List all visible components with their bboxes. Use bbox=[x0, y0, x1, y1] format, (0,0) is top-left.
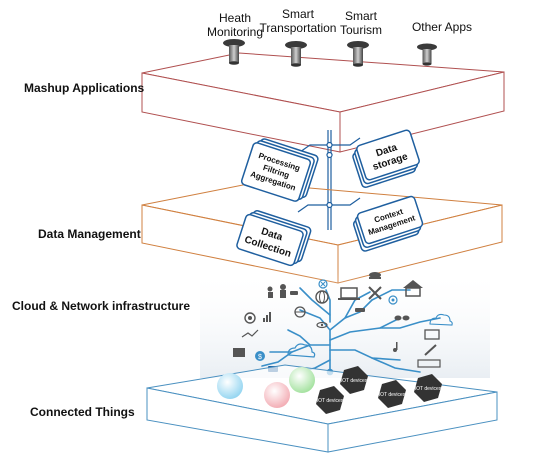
iot-device-label: IOT devices bbox=[379, 392, 406, 398]
document-icon bbox=[233, 348, 245, 357]
globe-icon bbox=[315, 290, 329, 304]
processing-module: Processing Filtring Aggregation bbox=[240, 138, 319, 202]
app-label-line: Other Apps bbox=[411, 20, 473, 34]
at-sign-icon bbox=[244, 312, 256, 324]
burger-icon bbox=[369, 272, 381, 279]
lamp-icon bbox=[285, 41, 307, 67]
world-icon bbox=[294, 306, 306, 318]
mashup-layer-slab bbox=[141, 52, 505, 153]
data-collection-module: Data Collection bbox=[236, 210, 312, 267]
lamp-icon bbox=[347, 41, 369, 67]
app-label-line: Monitoring bbox=[206, 25, 264, 39]
tools-icon bbox=[368, 286, 382, 300]
lamp-icon bbox=[223, 39, 245, 65]
bar-chart-icon bbox=[263, 312, 271, 322]
cloud-background bbox=[200, 268, 490, 378]
close-circle-icon bbox=[318, 279, 328, 289]
pet-icon bbox=[290, 291, 298, 295]
keyboard-icon bbox=[417, 359, 441, 368]
target-icon bbox=[388, 295, 398, 305]
iot-device-hexagon: IOT devices bbox=[340, 366, 368, 394]
app-label-line: Transportation bbox=[259, 21, 337, 35]
context-management-module: Context Management bbox=[352, 195, 424, 252]
data-storage-module: Data storage bbox=[352, 129, 420, 189]
iot-device-hexagon: IOT devices bbox=[316, 386, 344, 414]
network-cloud-icon bbox=[287, 343, 316, 358]
device-sphere-pink bbox=[264, 382, 290, 408]
app-label-tourism: Smart Tourism bbox=[338, 9, 384, 37]
device-sphere-green bbox=[289, 367, 315, 393]
data-management-label: Data Management bbox=[38, 227, 141, 241]
device-sphere-blue bbox=[217, 373, 243, 399]
home-icon bbox=[403, 280, 423, 297]
trending-icon bbox=[241, 329, 259, 338]
music-icon bbox=[393, 342, 398, 352]
connector-bus bbox=[297, 130, 361, 230]
cloud-icon bbox=[429, 313, 453, 326]
app-label-health: Heath Monitoring bbox=[199, 11, 271, 39]
laptop-icon bbox=[338, 287, 360, 300]
lamp-icon bbox=[417, 43, 437, 66]
connected-things-label: Connected Things bbox=[30, 405, 135, 419]
app-label-line: Tourism bbox=[339, 23, 382, 37]
iot-device-label: IOT devices bbox=[415, 386, 442, 392]
app-label-transportation: Smart Transportation bbox=[258, 7, 338, 35]
app-label-line: Smart bbox=[281, 7, 314, 21]
film-icon bbox=[424, 329, 440, 340]
iot-device-hexagon: IOT devices bbox=[378, 380, 406, 408]
network-tree bbox=[261, 287, 441, 376]
app-label-other: Other Apps bbox=[404, 20, 480, 34]
pencil-icon bbox=[424, 344, 437, 356]
mashup-layer-label: Mashup Applications bbox=[24, 81, 145, 95]
sunglasses-icon bbox=[394, 315, 410, 321]
app-label-line: Smart bbox=[344, 9, 377, 23]
svg-text:$: $ bbox=[258, 354, 262, 361]
eye-icon bbox=[316, 321, 328, 329]
iot-device-label: IOT devices bbox=[341, 378, 368, 384]
dollar-icon: $ bbox=[255, 351, 265, 361]
app-label-line: Heath bbox=[218, 11, 252, 25]
cloud-layer-label: Cloud & Network infrastructure bbox=[12, 299, 191, 313]
iot-device-label: IOT devices bbox=[317, 398, 344, 404]
cctv-icon bbox=[355, 308, 365, 312]
person-icon bbox=[267, 284, 286, 298]
iot-device-hexagon: IOT devices bbox=[414, 374, 442, 402]
